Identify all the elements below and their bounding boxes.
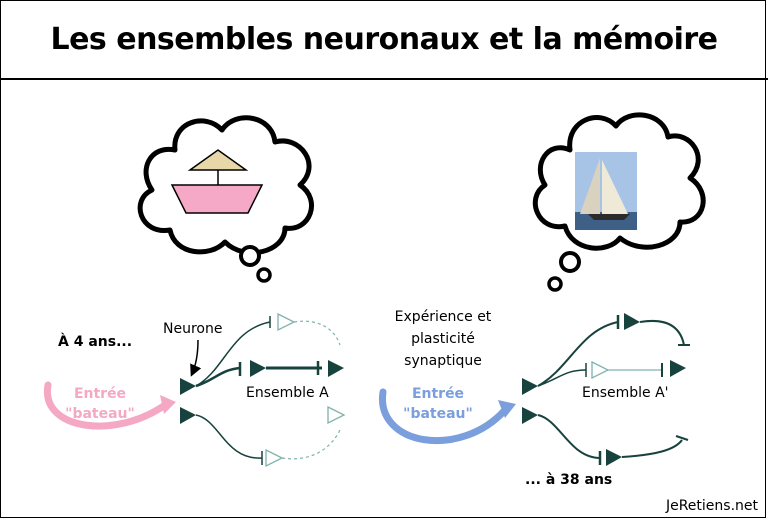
left-input-line1: Entrée bbox=[73, 386, 127, 402]
left-input-line2: "bateau" bbox=[65, 406, 135, 422]
right-ensemble-network bbox=[379, 313, 690, 466]
ensemble-a-prime-label: Ensemble A' bbox=[582, 385, 669, 401]
right-input-arrowhead bbox=[498, 400, 516, 418]
axon-4 bbox=[195, 414, 263, 459]
left-input-label: Entrée "bateau" bbox=[60, 384, 140, 424]
r-neuron-mid bbox=[670, 360, 686, 377]
r-faded-neuron bbox=[591, 360, 610, 380]
r-axon-4 bbox=[537, 414, 601, 459]
r-axon-1a bbox=[537, 369, 587, 387]
ensemble-a-label: Ensemble A bbox=[246, 385, 329, 401]
faded-axon-top bbox=[293, 320, 341, 346]
r-neuron-1 bbox=[522, 378, 538, 395]
faded-neuron-bottom bbox=[265, 448, 284, 468]
r-neuron-4 bbox=[522, 407, 538, 424]
neuron-4 bbox=[180, 407, 196, 424]
sailboat-photo bbox=[575, 152, 637, 230]
left-input-arrow bbox=[44, 381, 169, 430]
right-input-line1: Entrée bbox=[411, 386, 465, 402]
neuron-1 bbox=[180, 378, 196, 395]
age-38-label: ... à 38 ans bbox=[525, 472, 613, 488]
neuron-3 bbox=[328, 360, 344, 377]
faded-neuron-top bbox=[277, 312, 296, 332]
r-axon-1b bbox=[537, 321, 619, 387]
right-input-arrow bbox=[379, 388, 509, 445]
title-bar: Les ensembles neuronaux et la mémoire bbox=[0, 0, 768, 80]
axon-1a bbox=[195, 366, 241, 388]
left-input-arrowhead bbox=[160, 395, 176, 414]
neuron-2 bbox=[250, 360, 266, 377]
age-4-label: À 4 ans... bbox=[58, 334, 133, 350]
r-neuron-bottom bbox=[606, 449, 622, 466]
right-input-line2: "bateau" bbox=[403, 406, 473, 422]
experience-line2: plasticité bbox=[411, 331, 475, 347]
credit-text: JeRetiens.net bbox=[665, 498, 758, 514]
boat-hull bbox=[170, 184, 264, 214]
neuron-label: Neurone bbox=[163, 321, 223, 337]
r-synapse-bottom-end bbox=[675, 435, 689, 441]
boat-drawing bbox=[170, 149, 264, 214]
left-ensemble-network bbox=[44, 312, 346, 468]
experience-line3: synaptique bbox=[404, 353, 482, 369]
faded-axon-bottom bbox=[281, 429, 341, 460]
neuron-pointer-arrow bbox=[190, 339, 202, 377]
experience-line1: Expérience et bbox=[394, 309, 492, 325]
r-neuron-top bbox=[624, 313, 640, 330]
r-axon-top bbox=[639, 320, 685, 346]
experience-label: Expérience et plasticité synaptique bbox=[380, 306, 506, 372]
right-input-label: Entrée "bateau" bbox=[398, 384, 478, 424]
axon-1b bbox=[195, 321, 271, 387]
r-axon-bottom bbox=[621, 439, 683, 458]
figure-title: Les ensembles neuronaux et la mémoire bbox=[50, 21, 718, 57]
faded-neuron-right bbox=[327, 405, 346, 425]
